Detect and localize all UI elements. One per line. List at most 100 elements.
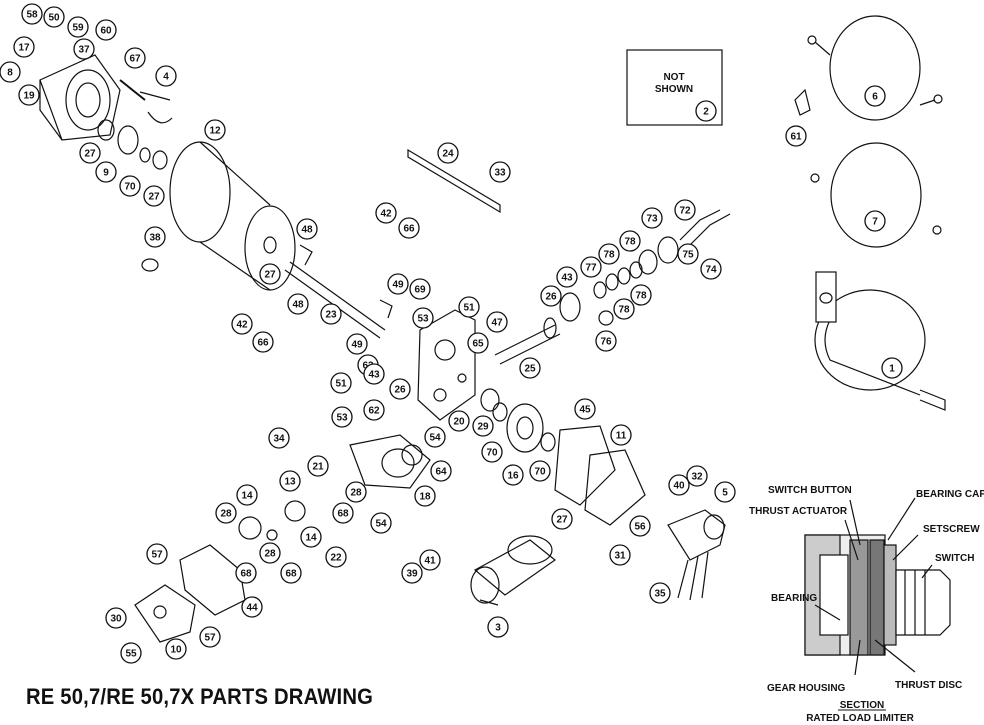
callout-45: 45 (574, 398, 596, 420)
callout-75: 75 (677, 243, 699, 265)
callout-66: 66 (252, 331, 274, 353)
callout-number: 18 (419, 492, 431, 503)
callout-number: 27 (84, 149, 96, 160)
callout-number: 28 (220, 509, 232, 520)
callout-31: 31 (609, 544, 631, 566)
callout-17: 17 (13, 36, 35, 58)
callout-number: 16 (507, 471, 519, 482)
callout-78: 78 (598, 243, 620, 265)
motor (470, 535, 557, 606)
callout-68: 68 (235, 562, 257, 584)
callout-19: 19 (18, 84, 40, 106)
callout-number: 58 (26, 10, 38, 21)
ring-gear (480, 388, 556, 453)
callout-55: 55 (120, 642, 142, 664)
callout-number: 51 (463, 303, 475, 314)
callout-number: 59 (72, 23, 84, 34)
callout-56: 56 (629, 515, 651, 537)
callout-number: 29 (477, 422, 489, 433)
callout-1: 1 (881, 357, 903, 379)
callout-57: 57 (199, 626, 221, 648)
callout-29: 29 (472, 415, 494, 437)
callout-number: 67 (129, 54, 141, 65)
callout-34: 34 (268, 427, 290, 449)
callout-number: 42 (380, 209, 392, 220)
callout-67: 67 (124, 47, 146, 69)
bushings (97, 79, 173, 170)
callout-27: 27 (143, 185, 165, 207)
section-view (804, 497, 951, 676)
callout-number: 38 (149, 233, 161, 244)
callout-number: 42 (236, 320, 248, 331)
callout-47: 47 (486, 311, 508, 333)
callout-35: 35 (649, 582, 671, 604)
callout-number: 8 (7, 68, 13, 79)
callout-number: 60 (100, 26, 112, 37)
callout-number: 17 (18, 43, 30, 54)
callout-16: 16 (502, 464, 524, 486)
callout-number: 27 (264, 270, 276, 281)
callout-2: 2 (695, 100, 717, 122)
callout-number: 62 (368, 406, 380, 417)
callout-25: 25 (519, 357, 541, 379)
page-title: RE 50,7/RE 50,7X PARTS DRAWING (26, 684, 374, 709)
callout-number: 14 (305, 533, 317, 544)
callout-number: 5 (722, 488, 728, 499)
callout-12: 12 (204, 119, 226, 141)
callout-number: 37 (78, 45, 90, 56)
callout-59: 59 (67, 16, 89, 38)
callout-78: 78 (630, 284, 652, 306)
callout-number: 9 (103, 168, 109, 179)
tie-bar (407, 148, 501, 214)
label-thrust-disc: THRUST DISC (895, 680, 962, 691)
callout-28: 28 (345, 481, 367, 503)
callout-number: 53 (336, 413, 348, 424)
callout-38: 38 (144, 226, 166, 248)
callout-22: 22 (325, 546, 347, 568)
callout-70: 70 (481, 441, 503, 463)
callout-78: 78 (619, 230, 641, 252)
label-thrust-actuator: THRUST ACTUATOR (749, 506, 848, 517)
callout-11: 11 (610, 424, 632, 446)
callout-number: 39 (406, 569, 418, 580)
planet-gears (238, 500, 306, 541)
label-setscrew: SETSCREW (923, 524, 980, 535)
callout-9: 9 (95, 161, 117, 183)
callout-54: 54 (424, 426, 446, 448)
callout-73: 73 (641, 207, 663, 229)
callout-64: 64 (430, 460, 452, 482)
callout-number: 7 (872, 217, 878, 228)
callout-number: 53 (417, 314, 429, 325)
callout-number: 77 (585, 263, 597, 274)
callout-76: 76 (595, 330, 617, 352)
callout-3: 3 (487, 616, 509, 638)
callout-65: 65 (467, 332, 489, 354)
callout-43: 43 (556, 266, 578, 288)
callout-number: 13 (284, 477, 296, 488)
callout-27: 27 (79, 142, 101, 164)
callout-27: 27 (551, 508, 573, 530)
callout-24: 24 (437, 142, 459, 164)
callout-number: 68 (240, 569, 252, 580)
callout-48: 48 (296, 218, 318, 240)
callout-77: 77 (580, 256, 602, 278)
callout-number: 22 (330, 553, 342, 564)
callout-number: 10 (170, 645, 182, 656)
section-caption2: RATED LOAD LIMITER (806, 713, 914, 724)
callout-number: 40 (673, 481, 685, 492)
callout-42: 42 (231, 313, 253, 335)
part-38 (141, 258, 159, 272)
callout-54: 54 (370, 512, 392, 534)
callout-number: 3 (495, 623, 501, 634)
callout-50: 50 (43, 6, 65, 28)
callout-41: 41 (419, 549, 441, 571)
callout-number: 34 (273, 434, 285, 445)
callout-number: 74 (705, 265, 717, 276)
callout-66: 66 (398, 217, 420, 239)
callout-number: 65 (472, 339, 484, 350)
callout-number: 26 (545, 292, 557, 303)
callout-number: 49 (351, 340, 363, 351)
callout-53: 53 (412, 307, 434, 329)
callout-number: 27 (556, 515, 568, 526)
